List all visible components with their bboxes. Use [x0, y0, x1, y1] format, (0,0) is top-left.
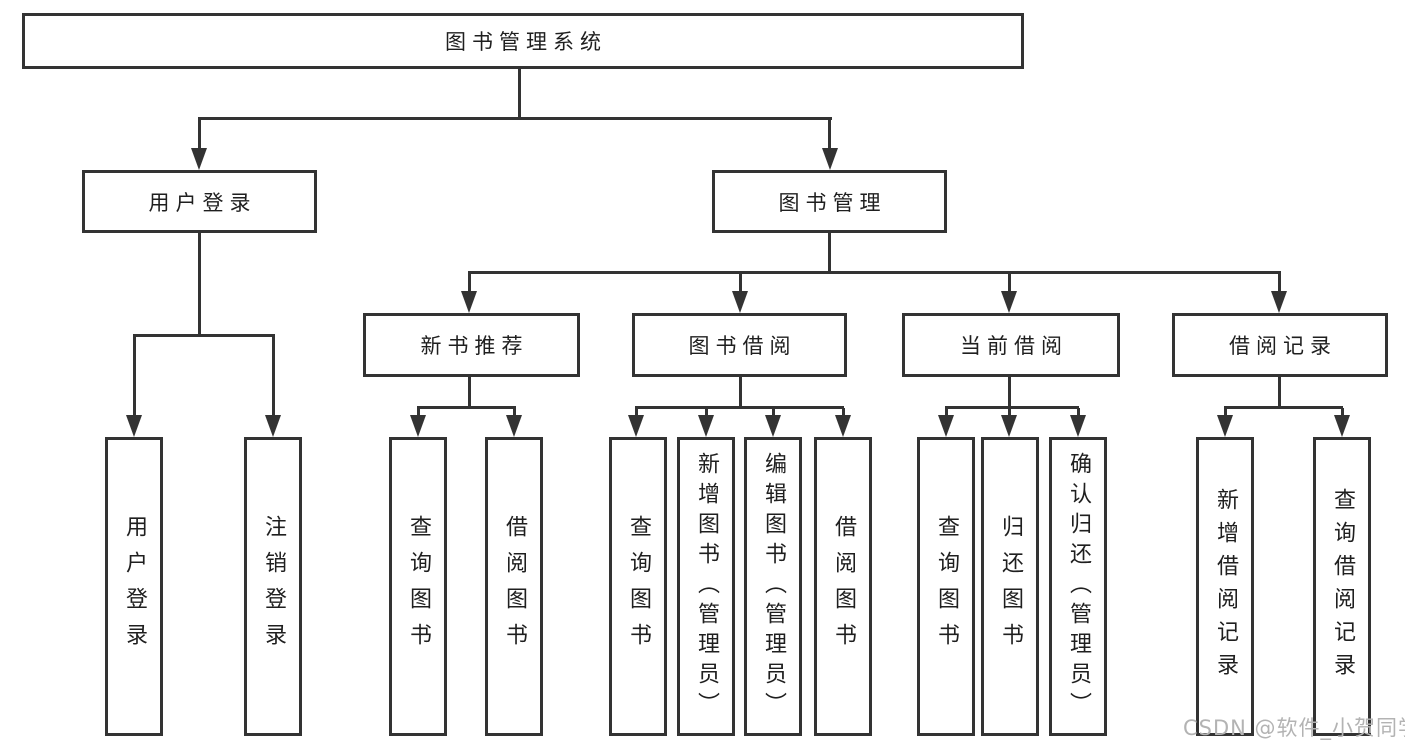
leaf-cb-query-books: 查询图书	[917, 437, 975, 736]
arrowhead-leaf-logout	[265, 415, 281, 437]
connector-root-split	[198, 117, 832, 120]
node-book-mgmt: 图书管理	[712, 170, 947, 233]
node-root: 图书管理系统	[22, 13, 1024, 69]
arrowhead-cb-confirm	[1070, 415, 1086, 437]
arrowhead-rec-query	[1334, 415, 1350, 437]
arrowhead-current-borrow	[1001, 291, 1017, 313]
arrowhead-nb-query	[410, 415, 426, 437]
leaf-bb-query-books: 查询图书	[609, 437, 667, 736]
leaf-logout: 注销登录	[244, 437, 302, 736]
leaf-rec-query-record: 查询借阅记录	[1313, 437, 1371, 736]
leaf-rec-add-record: 新增借阅记录	[1196, 437, 1254, 736]
node-current-borrow: 当前借阅	[902, 313, 1120, 377]
arrowhead-cb-return	[1001, 415, 1017, 437]
connector-stem-book-borrow	[739, 273, 742, 293]
leaf-nb-borrow-books: 借阅图书	[485, 437, 543, 736]
node-user-login: 用户登录	[82, 170, 317, 233]
connector-newbooks-split	[417, 406, 516, 409]
connector-bookborrow-split	[635, 406, 844, 409]
leaf-bb-edit-books-admin: 编辑图书（管理员）	[744, 437, 802, 736]
connector-bookmgmt-drop	[828, 233, 831, 273]
arrowhead-bb-edit	[765, 415, 781, 437]
arrowhead-rec-add	[1217, 415, 1233, 437]
connector-records-drop	[1278, 377, 1281, 408]
connector-userlogin-split	[133, 334, 275, 337]
node-book-borrow: 图书借阅	[632, 313, 847, 377]
connector-bookmgmt-split	[468, 271, 1281, 274]
arrowhead-bb-borrow	[835, 415, 851, 437]
arrowhead-new-books	[461, 291, 477, 313]
node-borrow-records: 借阅记录	[1172, 313, 1388, 377]
arrowhead-bb-add	[698, 415, 714, 437]
connector-root-drop	[518, 69, 521, 119]
arrowhead-book-borrow	[732, 291, 748, 313]
node-new-books: 新书推荐	[363, 313, 580, 377]
arrowhead-book-mgmt	[822, 148, 838, 170]
arrowhead-user-login	[191, 148, 207, 170]
connector-stem-new-books	[468, 273, 471, 293]
connector-records-split	[1224, 406, 1343, 409]
leaf-bb-add-books-admin: 新增图书（管理员）	[677, 437, 735, 736]
arrowhead-bb-query	[628, 415, 644, 437]
leaf-cb-confirm-return-admin: 确认归还（管理员）	[1049, 437, 1107, 736]
connector-userlogin-drop	[198, 233, 201, 337]
connector-currentborrow-drop	[1008, 377, 1011, 408]
connector-stem-borrow-records	[1278, 273, 1281, 293]
leaf-cb-return-books: 归还图书	[981, 437, 1039, 736]
connector-stem-user-login	[198, 119, 201, 152]
connector-newbooks-drop	[468, 377, 471, 408]
connector-stem-current-borrow	[1008, 273, 1011, 293]
arrowhead-nb-borrow	[506, 415, 522, 437]
connector-bookborrow-drop	[739, 377, 742, 408]
connector-currentborrow-split	[945, 406, 1079, 409]
arrowhead-borrow-records	[1271, 291, 1287, 313]
connector-stem-book-mgmt	[828, 119, 831, 152]
leaf-user-login: 用户登录	[105, 437, 163, 736]
arrowhead-cb-query	[938, 415, 954, 437]
leaf-nb-query-books: 查询图书	[389, 437, 447, 736]
connector-stem-leaf-login	[133, 336, 136, 421]
arrowhead-leaf-login	[126, 415, 142, 437]
connector-stem-leaf-logout	[272, 336, 275, 421]
csdn-watermark: CSDN @软件_小贺同学	[1183, 716, 1405, 740]
leaf-bb-borrow-books: 借阅图书	[814, 437, 872, 736]
